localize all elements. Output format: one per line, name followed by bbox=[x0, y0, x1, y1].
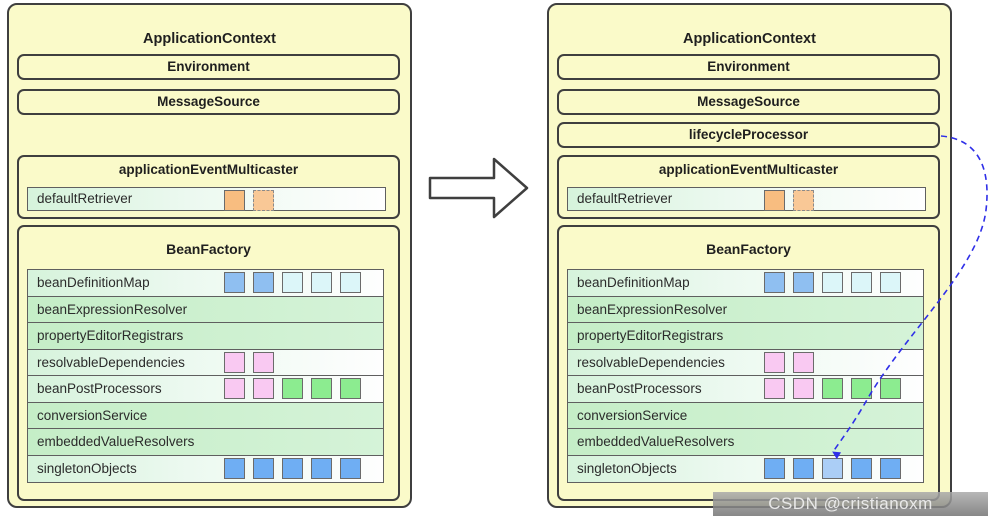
data-square bbox=[880, 272, 901, 293]
data-square bbox=[253, 272, 274, 293]
data-square bbox=[253, 351, 274, 373]
bean-factory-rows: beanDefinitionMap beanExpressionResolver p… bbox=[27, 269, 384, 483]
transition-arrow-icon bbox=[428, 157, 529, 219]
data-square bbox=[793, 351, 814, 373]
data-square bbox=[851, 378, 872, 399]
data-square bbox=[764, 457, 785, 479]
data-square bbox=[224, 272, 245, 293]
data-square bbox=[253, 457, 274, 479]
data-square bbox=[764, 272, 785, 293]
watermark: CSDN @cristianoxm bbox=[713, 492, 988, 516]
row-label: conversionService bbox=[37, 407, 148, 423]
row-label: beanDefinitionMap bbox=[37, 275, 150, 290]
multicaster-title: applicationEventMulticaster bbox=[658, 162, 839, 177]
bean-factory-box: BeanFactory beanDefinitionMap beanExpress… bbox=[17, 225, 400, 501]
bean-factory-row-resolvableDependencies: resolvableDependencies bbox=[567, 348, 924, 377]
panel-title: ApplicationContext bbox=[143, 31, 276, 47]
application-context-panel-after: ApplicationContext Environment MessageSo… bbox=[547, 3, 952, 508]
data-square bbox=[282, 378, 303, 399]
data-square bbox=[851, 457, 872, 479]
data-square bbox=[253, 378, 274, 399]
data-square bbox=[793, 272, 814, 293]
row-label: propertyEditorRegistrars bbox=[37, 328, 184, 343]
data-square bbox=[793, 457, 814, 479]
row-label: conversionService bbox=[577, 407, 688, 423]
bean-factory-row-beanDefinitionMap: beanDefinitionMap bbox=[27, 269, 384, 297]
message-source-box: MessageSource bbox=[17, 89, 400, 115]
bean-factory-row-beanDefinitionMap: beanDefinitionMap bbox=[567, 269, 924, 297]
data-square bbox=[224, 351, 245, 373]
row-label: beanExpressionResolver bbox=[577, 301, 728, 317]
data-square bbox=[224, 457, 245, 479]
data-square bbox=[311, 457, 332, 479]
row-label: propertyEditorRegistrars bbox=[577, 328, 724, 343]
data-square bbox=[822, 272, 843, 293]
bean-factory-row-embeddedValueResolvers: embeddedValueResolvers bbox=[567, 428, 924, 456]
data-square bbox=[224, 190, 245, 211]
data-square bbox=[764, 190, 785, 211]
panel-title: ApplicationContext bbox=[683, 31, 816, 47]
bean-factory-row-conversionService: conversionService bbox=[27, 401, 384, 430]
row-label: embeddedValueResolvers bbox=[37, 434, 195, 449]
row-label: resolvableDependencies bbox=[37, 354, 185, 370]
data-square bbox=[880, 378, 901, 399]
row-label: defaultRetriever bbox=[577, 191, 673, 206]
row-label: singletonObjects bbox=[577, 460, 677, 476]
data-square bbox=[793, 190, 814, 211]
data-square bbox=[340, 457, 361, 479]
bean-factory-row-embeddedValueResolvers: embeddedValueResolvers bbox=[27, 428, 384, 456]
bean-factory-title: BeanFactory bbox=[706, 241, 791, 257]
data-square bbox=[851, 272, 872, 293]
bean-factory-row-beanExpressionResolver: beanExpressionResolver bbox=[567, 295, 924, 324]
row-label: beanPostProcessors bbox=[37, 381, 162, 396]
bean-factory-row-propertyEditorRegistrars: propertyEditorRegistrars bbox=[27, 322, 384, 350]
data-square bbox=[822, 457, 843, 479]
data-square bbox=[224, 378, 245, 399]
bean-factory-row-conversionService: conversionService bbox=[567, 401, 924, 430]
row-label: beanExpressionResolver bbox=[37, 301, 188, 317]
data-square bbox=[311, 272, 332, 293]
row-label: defaultRetriever bbox=[37, 191, 133, 206]
data-square bbox=[880, 457, 901, 479]
data-square bbox=[311, 378, 332, 399]
bean-factory-row-resolvableDependencies: resolvableDependencies bbox=[27, 348, 384, 377]
data-square bbox=[340, 272, 361, 293]
row-label: beanDefinitionMap bbox=[577, 275, 690, 290]
application-event-multicaster-box: applicationEventMulticaster defaultRetri… bbox=[557, 155, 940, 219]
row-label: resolvableDependencies bbox=[577, 354, 725, 370]
row-label: singletonObjects bbox=[37, 460, 137, 476]
data-square bbox=[822, 378, 843, 399]
message-source-box: MessageSource bbox=[557, 89, 940, 115]
application-context-panel-before: ApplicationContext Environment MessageSo… bbox=[7, 3, 412, 508]
bean-factory-row-singletonObjects: singletonObjects bbox=[27, 454, 384, 483]
row-label: embeddedValueResolvers bbox=[577, 434, 735, 449]
environment-box: Environment bbox=[557, 54, 940, 80]
multicaster-title: applicationEventMulticaster bbox=[118, 162, 299, 177]
data-square bbox=[793, 378, 814, 399]
data-square bbox=[282, 272, 303, 293]
environment-box: Environment bbox=[17, 54, 400, 80]
bean-factory-row-propertyEditorRegistrars: propertyEditorRegistrars bbox=[567, 322, 924, 350]
bean-factory-title: BeanFactory bbox=[166, 241, 251, 257]
bean-factory-row-singletonObjects: singletonObjects bbox=[567, 454, 924, 483]
data-square bbox=[282, 457, 303, 479]
data-square bbox=[340, 378, 361, 399]
bean-factory-row-beanPostProcessors: beanPostProcessors bbox=[27, 375, 384, 403]
data-square bbox=[764, 351, 785, 373]
row-label: beanPostProcessors bbox=[577, 381, 702, 396]
data-square bbox=[764, 378, 785, 399]
bean-factory-rows: beanDefinitionMap beanExpressionResolver p… bbox=[567, 269, 924, 483]
bean-factory-row-beanExpressionResolver: beanExpressionResolver bbox=[27, 295, 384, 324]
default-retriever-row: defaultRetriever bbox=[27, 187, 386, 211]
default-retriever-row: defaultRetriever bbox=[567, 187, 926, 211]
application-event-multicaster-box: applicationEventMulticaster defaultRetri… bbox=[17, 155, 400, 219]
bean-factory-box: BeanFactory beanDefinitionMap beanExpress… bbox=[557, 225, 940, 501]
lifecycle-processor-box: lifecycleProcessor bbox=[557, 122, 940, 148]
bean-factory-row-beanPostProcessors: beanPostProcessors bbox=[567, 375, 924, 403]
data-square bbox=[253, 190, 274, 211]
